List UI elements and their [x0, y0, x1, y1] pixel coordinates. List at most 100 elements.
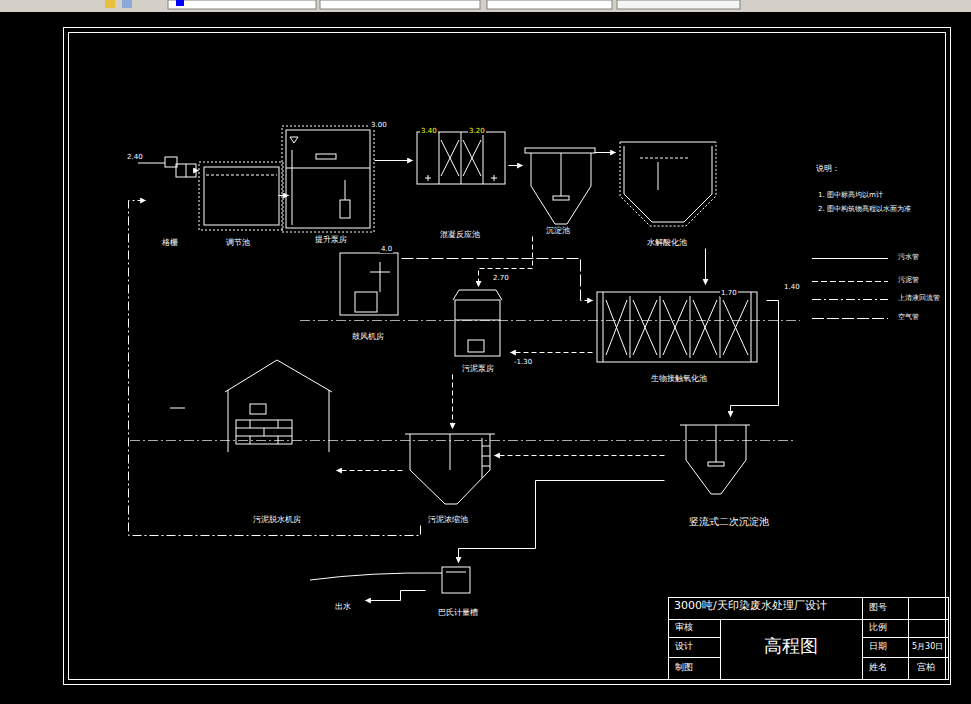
ground-line — [130, 321, 800, 441]
drawing-frame — [69, 33, 946, 680]
toolbar — [105, 0, 115, 8]
structure-outline — [380, 262, 381, 292]
structure: 鼓风机房 — [335, 245, 401, 342]
legend-line-sample — [812, 299, 888, 300]
toolbar — [0, 0, 971, 12]
toolbar — [487, 0, 612, 9]
toolbar — [0, 0, 971, 12]
structure-outline — [716, 425, 717, 462]
structure-outline — [310, 573, 442, 580]
elevation-value: 4.0 — [380, 245, 393, 253]
structure-name: 巴氏计量槽 — [437, 608, 479, 617]
structure-name: 格栅 — [161, 238, 179, 247]
structure-outline — [690, 296, 691, 358]
structure-outline — [597, 292, 757, 362]
structure-name: 出水 — [334, 602, 352, 611]
structure-name: 污泥泵房 — [461, 364, 495, 373]
legend-line-sample — [812, 318, 888, 319]
ground-line — [300, 320, 800, 321]
structure-outline — [439, 132, 440, 184]
pipe-connector — [595, 152, 616, 153]
legend-line-sample — [812, 281, 888, 282]
pipe-connector — [452, 375, 453, 429]
structure-outline — [640, 158, 690, 159]
structure-outline — [340, 253, 398, 315]
structure-outline — [453, 290, 502, 300]
pipe-connector — [402, 259, 593, 301]
structure-name: 混凝反应池 — [439, 230, 481, 239]
title-block-cell: 5月30日 — [911, 642, 944, 651]
structure-outline — [686, 425, 746, 494]
structure-outline — [340, 200, 350, 218]
structure-outline — [370, 272, 390, 273]
structure-outline — [442, 567, 470, 593]
title-block-grid — [908, 597, 909, 680]
toolbar — [320, 0, 480, 9]
title-block-grid — [668, 597, 949, 680]
structure-outline — [329, 390, 330, 452]
legend-text: 空气管 — [897, 313, 920, 321]
legend-text: 污水管 — [897, 253, 920, 261]
title-block-cell: 设计 — [674, 641, 694, 651]
structure-outline — [624, 146, 712, 222]
structure-outline — [250, 404, 266, 414]
drawing-name: 高程图 — [763, 636, 819, 657]
structure: 竖流式二次沉淀池 — [664, 416, 794, 528]
structure-outline — [204, 167, 279, 225]
toolbar — [122, 0, 132, 8]
elevation-value: 2.70 — [492, 274, 510, 282]
structure-outline — [425, 175, 497, 181]
pipe-connector — [509, 165, 523, 166]
structure-outline — [290, 137, 298, 143]
title-block-grid — [862, 637, 948, 638]
structure-outline — [658, 162, 659, 190]
pipe-connector — [366, 591, 426, 601]
pipe-connector — [279, 195, 289, 196]
legend-line-sample — [812, 258, 888, 259]
structure-name: 提升泵房 — [314, 235, 348, 244]
structure-outline — [292, 150, 293, 225]
title-block-cell: 姓名 — [868, 662, 888, 672]
elevation-value: 1.70 — [720, 289, 738, 297]
pipe-connector — [495, 455, 665, 456]
structure-outline — [468, 340, 484, 352]
structure-outline — [225, 360, 332, 392]
structure-outline — [561, 153, 562, 196]
structure-outline — [206, 175, 277, 176]
toolbar — [176, 0, 184, 6]
structure-outline — [720, 296, 721, 358]
structure-outline — [236, 420, 292, 444]
title-block-cell: 日期 — [868, 641, 888, 651]
structure: 混凝反应池 — [412, 126, 508, 240]
structure-outline — [461, 132, 462, 184]
structure-name: 竖流式二次沉淀池 — [688, 516, 770, 528]
structure-outline — [441, 140, 481, 176]
project-title: 3000吨/天印染废水处理厂设计 — [673, 600, 828, 613]
structure-outline — [525, 148, 595, 153]
structure-outline — [228, 390, 229, 452]
structure-outline — [138, 126, 757, 593]
pipe-connector — [375, 160, 413, 161]
structure-outline — [316, 154, 336, 159]
structure-outline — [708, 462, 724, 466]
drawing-frame — [64, 28, 951, 685]
structure-outline — [751, 292, 752, 362]
pipe-connector — [479, 237, 533, 287]
structure-outline — [620, 142, 716, 226]
structure: 格栅 — [145, 150, 195, 248]
structure-outline — [455, 320, 500, 321]
title-block-cell: 制图 — [674, 662, 694, 672]
structure: 污泥泵房 — [445, 286, 510, 374]
note-text: 2. 图中构筑物高程以水面为准 — [817, 205, 912, 213]
structure-name: 鼓风机房 — [351, 332, 385, 341]
structure-outline — [138, 163, 165, 164]
structure-outline — [660, 296, 661, 358]
structure-outline — [355, 292, 377, 312]
title-block-cell: 图号 — [868, 602, 888, 612]
structure-outline — [417, 132, 505, 184]
structure-outline — [603, 292, 604, 362]
note-heading: 说明： — [815, 164, 841, 173]
structure-outline — [165, 157, 177, 167]
toolbar — [168, 0, 316, 9]
